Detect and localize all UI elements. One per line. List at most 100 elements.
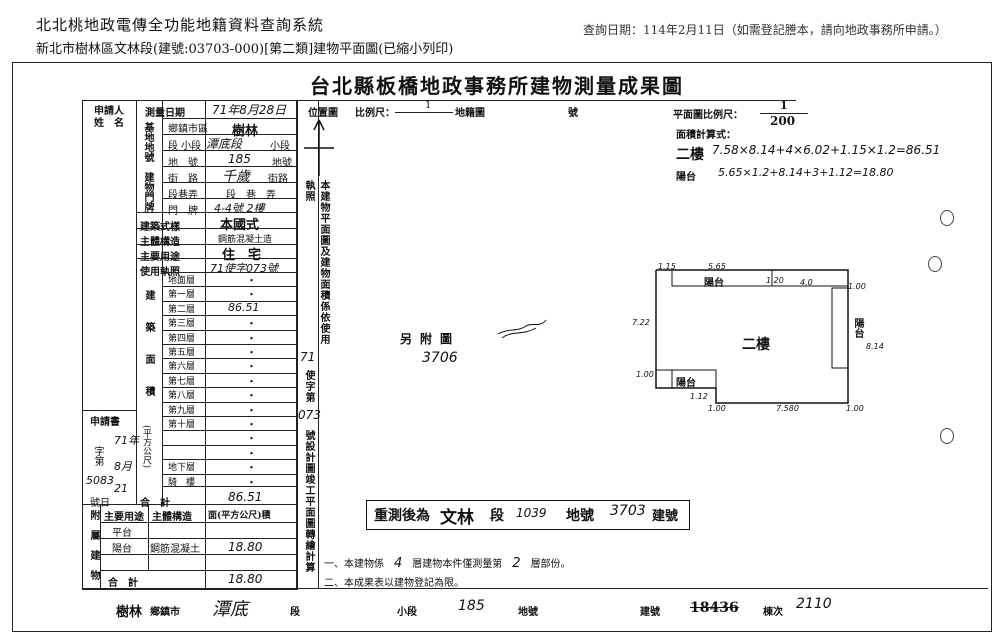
name-label: 姓 名 [94,118,124,129]
document-title: 台北縣板橋地政事務所建物測量成果圖 [310,74,684,98]
formula-floor2: 7.58×8.14+4×6.02+1.15×1.2=86.51 [712,143,941,157]
footer-section-label: 段 [290,607,300,618]
stamp-land-no: 1039 [516,506,547,520]
street-label: 街 路 [168,174,198,185]
annex-struct-label: 主體構造 [152,512,192,523]
formula-floor2-label: 二樓 [676,147,704,163]
footer-bldg-label: 建號 [640,607,660,618]
mid-permit-no: 073 [298,408,321,422]
area-formula-label: 面積計算式： [676,130,736,141]
plan-dimension: 1.15 [658,262,676,271]
annex-total-value: 18.80 [228,572,263,586]
area-label: 建築面積 [143,290,154,418]
stamp-prefix: 重測後為 [374,508,430,524]
land-label: 地號 [272,158,292,169]
street-value: 千歲 [222,169,250,185]
no-label: 號 [568,108,578,119]
style-label: 建築式樣 [140,222,180,233]
attached-value: 3706 [422,350,458,366]
floor-name: 第一層 [168,290,196,301]
county-label: 鄉鎮市區 [168,124,208,135]
annex-area-label: 面(平方公尺)積 [208,511,271,521]
balcony-side-label: 陽台 [852,318,863,338]
plan-scale-den: 200 [770,114,796,128]
footer-town-label: 鄉鎮市 [150,607,180,618]
floor-name: 第四層 [168,333,196,344]
floor-name: 第十層 [168,420,196,430]
permit-value: 71使字073號 [210,262,278,275]
north-arrow-icon [304,119,334,176]
stamp-section: 文林 [440,508,474,528]
floor-plan [655,269,849,404]
plan-dimension: 8.14 [866,342,884,351]
balcony-label-bottom: 陽台 [676,378,696,389]
formula-balcony-label: 陽台 [676,172,696,183]
style-value: 本國式 [220,218,260,233]
land-map-label: 地籍圖 [455,108,485,119]
punch-hole [940,428,954,444]
mid-text-1: 本建物平面圖及建物面積係依使用執照 [303,180,329,345]
base-label: 基地地號 [142,122,153,162]
plan-dimension: 1.00 [708,404,726,413]
plan-dimension: 1.00 [848,282,866,291]
mid-permit-year: 71 [300,350,316,364]
section-value: 潭底段 [206,137,243,151]
plan-scale-num: 1 [780,99,788,112]
number-value: 4-4號 2樓 [214,202,265,215]
floor-area-value: ・ [246,317,257,331]
plan-dimension: 7.580 [776,404,799,413]
floor-area-value: ・ [246,389,257,403]
floor-name: 騎 樓 [168,477,196,488]
stamp-bldg-no: 3703 [610,503,646,519]
area-unit: (平方公尺) [141,425,151,469]
floor-area-value: ・ [246,432,257,446]
floor-name: 第六層 [168,362,196,373]
floor-name: 第三層 [168,319,196,330]
footer-land-label: 地號 [518,607,538,618]
scale-value: 1 [425,100,432,111]
annex-area: 18.80 [228,540,263,554]
floor-area-value: ・ [246,475,257,489]
annex-use-label: 主要用途 [104,512,144,523]
floor-area-value: ・ [246,374,257,388]
annex-label: 附屬建物 [88,510,99,590]
plan-dimension: 1.12 [690,392,708,401]
floor-area-value: ・ [246,418,257,431]
attached-label: 另附圖 [400,332,461,346]
app-day: 21 [114,482,128,495]
usage-label: 主要用途 [140,252,180,263]
lane-value: 段 巷 弄 [226,190,276,201]
floor-area-value: ・ [246,403,257,417]
survey-date-value: 71年8月28日 [212,103,287,117]
punch-hole [928,256,942,272]
floor-area-value: ・ [246,360,257,374]
header-subtitle: 新北市樹林區文林段(建號:03703-000)[第二類]建物平面圖(已縮小列印) [36,42,454,57]
floor-area-value: ・ [246,346,257,359]
footer-town: 樹林 [116,605,143,620]
floor-label: 二樓 [742,337,770,353]
plan-dimension: 1.00 [636,370,654,379]
footer-section: 潭底 [212,599,248,620]
plan-dimension: 5.65 [708,262,726,271]
annex-use: 陽台 [112,544,132,555]
app-word: 字第 [92,446,103,466]
floor-name: 第八層 [168,391,196,402]
permit-label: 使用執照 [140,267,180,278]
note-2: 二、本成果表以建物登記為限。 [324,578,464,589]
app-year: 71年 [114,434,139,447]
floor-name: 第七層 [168,376,196,387]
footer-land-no: 185 [458,598,485,614]
floor-name: 第二層 [168,304,196,315]
floor-area-value: ・ [246,331,257,345]
county-value: 樹林 [232,124,259,139]
applicant-label: 申請人 [94,106,124,117]
floor-name: 地面層 [168,276,196,286]
plan-dimension: 4.0 [800,278,813,287]
land-no-label: 地 號 [168,158,198,169]
structure-label: 主體構造 [140,237,180,248]
resurvey-stamp [366,500,690,530]
structure-value: 鋼筋混凝土造 [218,235,273,245]
header-title: 北北桃地政電傳全功能地籍資料查詢系統 [36,16,325,34]
stamp-land-label: 地號 [566,508,594,524]
